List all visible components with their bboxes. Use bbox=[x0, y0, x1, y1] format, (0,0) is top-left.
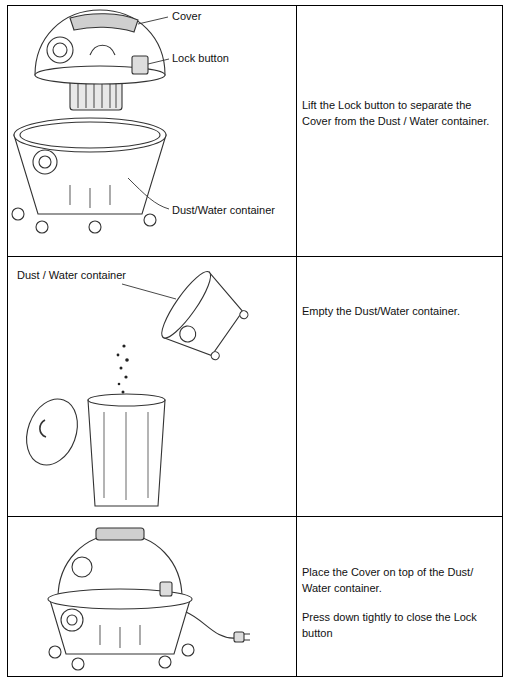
falling-debris bbox=[117, 344, 129, 393]
leader-lines bbox=[122, 284, 176, 299]
part-label: Lock button bbox=[172, 51, 292, 67]
instruction-text: Place the Cover on top of the Dust/ Wate… bbox=[302, 565, 498, 597]
part-label: Dust / Water container bbox=[17, 268, 167, 284]
part-label: Dust/Water container bbox=[172, 203, 294, 219]
bin-lid bbox=[18, 392, 86, 472]
leader-lines bbox=[128, 17, 169, 209]
assembled-vacuum bbox=[48, 528, 250, 670]
cover-figure bbox=[35, 10, 165, 110]
table-grid bbox=[8, 6, 503, 677]
tilted-container bbox=[155, 266, 256, 370]
waste-bin bbox=[88, 394, 165, 506]
part-label: Cover bbox=[172, 9, 292, 25]
instruction-text: Press down tightly to close the Lock but… bbox=[302, 610, 498, 642]
container-figure bbox=[12, 118, 166, 233]
instruction-text: Empty the Dust/Water container. bbox=[302, 304, 498, 320]
instruction-text: Lift the Lock button to separate the Cov… bbox=[302, 98, 498, 130]
